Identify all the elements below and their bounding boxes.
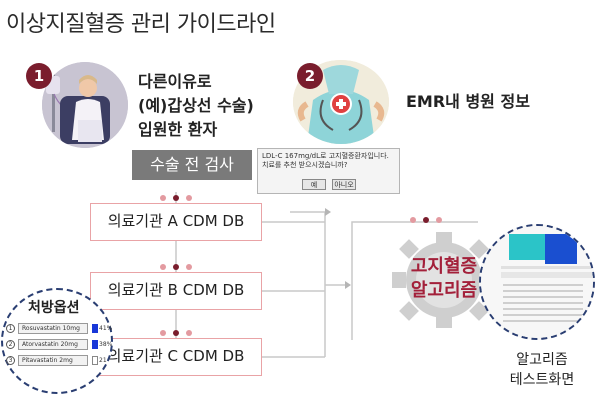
dot bbox=[410, 217, 416, 223]
rx-option-name: Rosuvastatin 10mg bbox=[18, 323, 88, 334]
gear-line-2: 알고리즘 bbox=[410, 280, 478, 301]
page-title: 이상지질혈증 관리 가이드라인 bbox=[6, 12, 276, 37]
rx-option-number: 1 bbox=[6, 324, 15, 333]
patient-description: 다른이유로 (예)갑상선 수술) 입원한 환자 bbox=[138, 70, 254, 142]
rx-option-percent: 21 bbox=[99, 357, 107, 364]
dot bbox=[160, 264, 166, 270]
rx-option-name: Pitavastatin 2mg bbox=[18, 355, 88, 366]
patient-illustration bbox=[42, 62, 128, 148]
recommendation-dialog: LDL-C 167mg/dL로 고지혈증환자입니다. 치료를 추천 받으시겠습니… bbox=[257, 148, 400, 194]
db-c-dots bbox=[160, 330, 192, 336]
test-screen-label: 알고리즘 테스트화면 bbox=[492, 350, 592, 390]
rx-option-bar bbox=[92, 340, 98, 349]
cdm-db-a: 의료기관 A CDM DB bbox=[90, 203, 262, 241]
algorithm-title: 고지혈증 알고리즘 bbox=[402, 255, 486, 303]
dot bbox=[186, 195, 192, 201]
test-screen-line-1: 알고리즘 bbox=[516, 352, 568, 368]
prescription-title: 처방옵션 bbox=[28, 300, 80, 316]
rx-option-bar bbox=[92, 324, 98, 333]
dot bbox=[160, 330, 166, 336]
dialog-message-2: 치료를 추천 받으시겠습니까? bbox=[262, 161, 348, 169]
dialog-no-button[interactable]: 아니오 bbox=[332, 179, 356, 190]
patient-line-1: 다른이유로 bbox=[138, 72, 212, 91]
rx-option-bar bbox=[92, 356, 98, 365]
gear-line-1: 고지혈증 bbox=[410, 256, 478, 277]
dot bbox=[173, 264, 179, 270]
cdm-db-b: 의료기관 B CDM DB bbox=[90, 272, 262, 310]
rx-option-number: 2 bbox=[6, 340, 15, 349]
dot bbox=[160, 195, 166, 201]
cdm-db-c: 의료기관 C CDM DB bbox=[90, 338, 262, 376]
step-1-badge: 1 bbox=[26, 63, 52, 89]
rx-option-number: 3 bbox=[6, 356, 15, 365]
rx-option-name: Atorvastatin 20mg bbox=[18, 339, 88, 350]
dialog-message-1: LDL-C 167mg/dL로 고지혈증환자입니다. bbox=[262, 152, 389, 160]
dot bbox=[423, 217, 429, 223]
patient-line-3: 입원한 환자 bbox=[138, 120, 218, 139]
step-2-badge: 2 bbox=[297, 63, 323, 89]
db-a-dots bbox=[160, 195, 192, 201]
patient-line-2: (예)갑상선 수술) bbox=[138, 96, 254, 115]
dialog-yes-button[interactable]: 예 bbox=[302, 179, 326, 190]
db-b-dots bbox=[160, 264, 192, 270]
test-screen-line-2: 테스트화면 bbox=[509, 372, 575, 388]
preop-test-tag: 수술 전 검사 bbox=[132, 150, 252, 180]
dot bbox=[186, 264, 192, 270]
emr-label: EMR내 병원 정보 bbox=[406, 92, 530, 111]
rx-option-percent: 38% bbox=[99, 341, 113, 348]
dot bbox=[173, 330, 179, 336]
test-screen-thumbnail bbox=[479, 224, 595, 340]
dot bbox=[173, 195, 179, 201]
rx-option-percent: 41% bbox=[99, 325, 113, 332]
dot bbox=[436, 217, 442, 223]
dot bbox=[186, 330, 192, 336]
algorithm-dots bbox=[410, 217, 442, 223]
